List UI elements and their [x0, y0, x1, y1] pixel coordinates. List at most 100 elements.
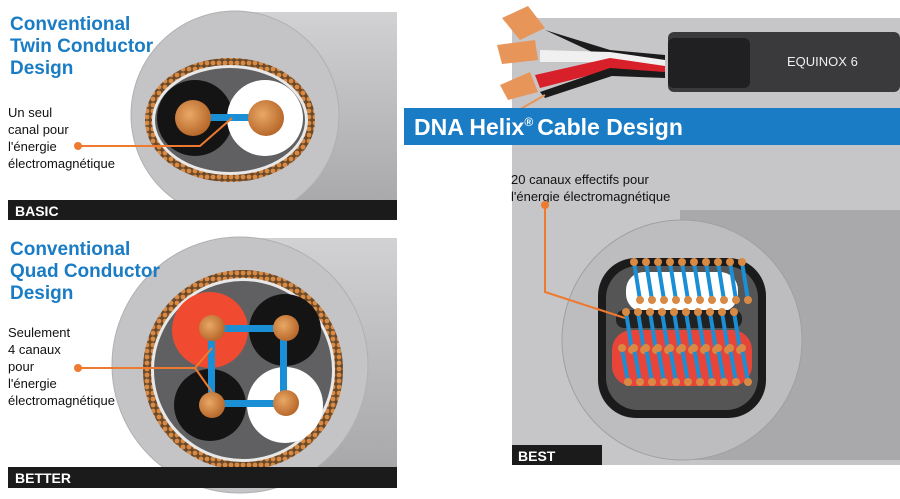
channel-link: [732, 311, 742, 351]
title-band: [404, 108, 900, 145]
copper-conductor: [175, 100, 211, 136]
strand: [630, 344, 638, 352]
channel-link: [656, 347, 666, 383]
strand: [720, 378, 728, 386]
channel-link: [660, 311, 670, 351]
label-line: l'énergie: [8, 376, 57, 391]
strand: [706, 308, 714, 316]
channel-link: [740, 261, 750, 301]
strand: [648, 378, 656, 386]
strand: [726, 344, 734, 352]
channel-link: [668, 261, 678, 301]
channel-link: [696, 311, 706, 351]
label-line: 4 canaux: [8, 342, 61, 357]
title-line: Design: [10, 283, 73, 304]
strand: [726, 258, 734, 266]
strand: [696, 296, 704, 304]
channel-link: [708, 311, 718, 351]
cable-brand-label: EQUINOX 6: [787, 54, 858, 69]
strand: [730, 308, 738, 316]
strand: [634, 308, 642, 316]
band-title: DNA Helix®Cable Design: [414, 114, 683, 140]
strand: [714, 344, 722, 352]
strand: [658, 308, 666, 316]
channel-link: [692, 347, 702, 383]
strand: [732, 378, 740, 386]
strand: [744, 378, 752, 386]
strand: [678, 258, 686, 266]
strand: [684, 378, 692, 386]
strand: [630, 258, 638, 266]
strand: [682, 308, 690, 316]
label-line: pour: [8, 359, 35, 374]
title-line: Conventional: [10, 14, 130, 35]
channel-link: [632, 347, 642, 383]
channel-link: [684, 311, 694, 351]
strand: [636, 378, 644, 386]
channel-link: [656, 261, 666, 301]
strand: [618, 344, 626, 352]
strand: [678, 344, 686, 352]
strand: [708, 378, 716, 386]
channel-link: [680, 261, 690, 301]
strand: [720, 296, 728, 304]
strand: [708, 296, 716, 304]
tier-bar: [8, 467, 397, 488]
strand: [694, 308, 702, 316]
strand: [666, 258, 674, 266]
tier-label: BEST: [518, 448, 556, 464]
channel-link: [620, 347, 630, 383]
label-line: l'énergie: [8, 139, 57, 154]
label-line: 20 canaux effectifs pour: [511, 172, 649, 187]
strand: [714, 258, 722, 266]
strand: [672, 378, 680, 386]
better-panel: Conventional Quad Conductor Design Seule…: [8, 236, 397, 494]
copper-strands: [502, 6, 545, 40]
title-line: Quad Conductor: [10, 261, 160, 282]
strand: [642, 344, 650, 352]
channel-link: [672, 311, 682, 351]
strand: [624, 378, 632, 386]
tier-bar: [8, 200, 397, 220]
strand: [654, 258, 662, 266]
strand: [744, 296, 752, 304]
strand: [690, 344, 698, 352]
channel-link: [644, 261, 654, 301]
strand: [672, 296, 680, 304]
tier-label: BETTER: [15, 470, 71, 486]
strand: [660, 296, 668, 304]
label-line: électromagnétique: [8, 393, 115, 408]
strand: [702, 258, 710, 266]
channel-link: [632, 261, 642, 301]
channel-link: [704, 347, 714, 383]
strand: [646, 308, 654, 316]
label-line: Seulement: [8, 325, 71, 340]
strand: [636, 296, 644, 304]
copper-conductor: [248, 100, 284, 136]
channel-link: [728, 347, 738, 383]
strand: [738, 258, 746, 266]
strand: [684, 296, 692, 304]
channel-link: [636, 311, 646, 351]
channel-link: [720, 311, 730, 351]
basic-panel: Conventional Twin Conductor Design Un se…: [8, 10, 397, 220]
strand: [738, 344, 746, 352]
label-line: canal pour: [8, 122, 69, 137]
best-panel: EQUINOX 6 DNA Helix®Cable Design 20 cana…: [404, 6, 900, 465]
channel-link: [644, 347, 654, 383]
strand: [660, 378, 668, 386]
strand: [690, 258, 698, 266]
channel-link: [716, 261, 726, 301]
channel-link: [728, 261, 738, 301]
channel-link: [668, 347, 678, 383]
strand: [648, 296, 656, 304]
callout-line: [78, 117, 233, 147]
strand: [654, 344, 662, 352]
helix-channels: [618, 258, 752, 386]
channel-link: [740, 347, 750, 383]
channel-link: [704, 261, 714, 301]
channel-link: [624, 311, 634, 351]
strand: [622, 308, 630, 316]
label-line: l'énergie électromagnétique: [511, 189, 670, 204]
label-line: Un seul: [8, 105, 52, 120]
